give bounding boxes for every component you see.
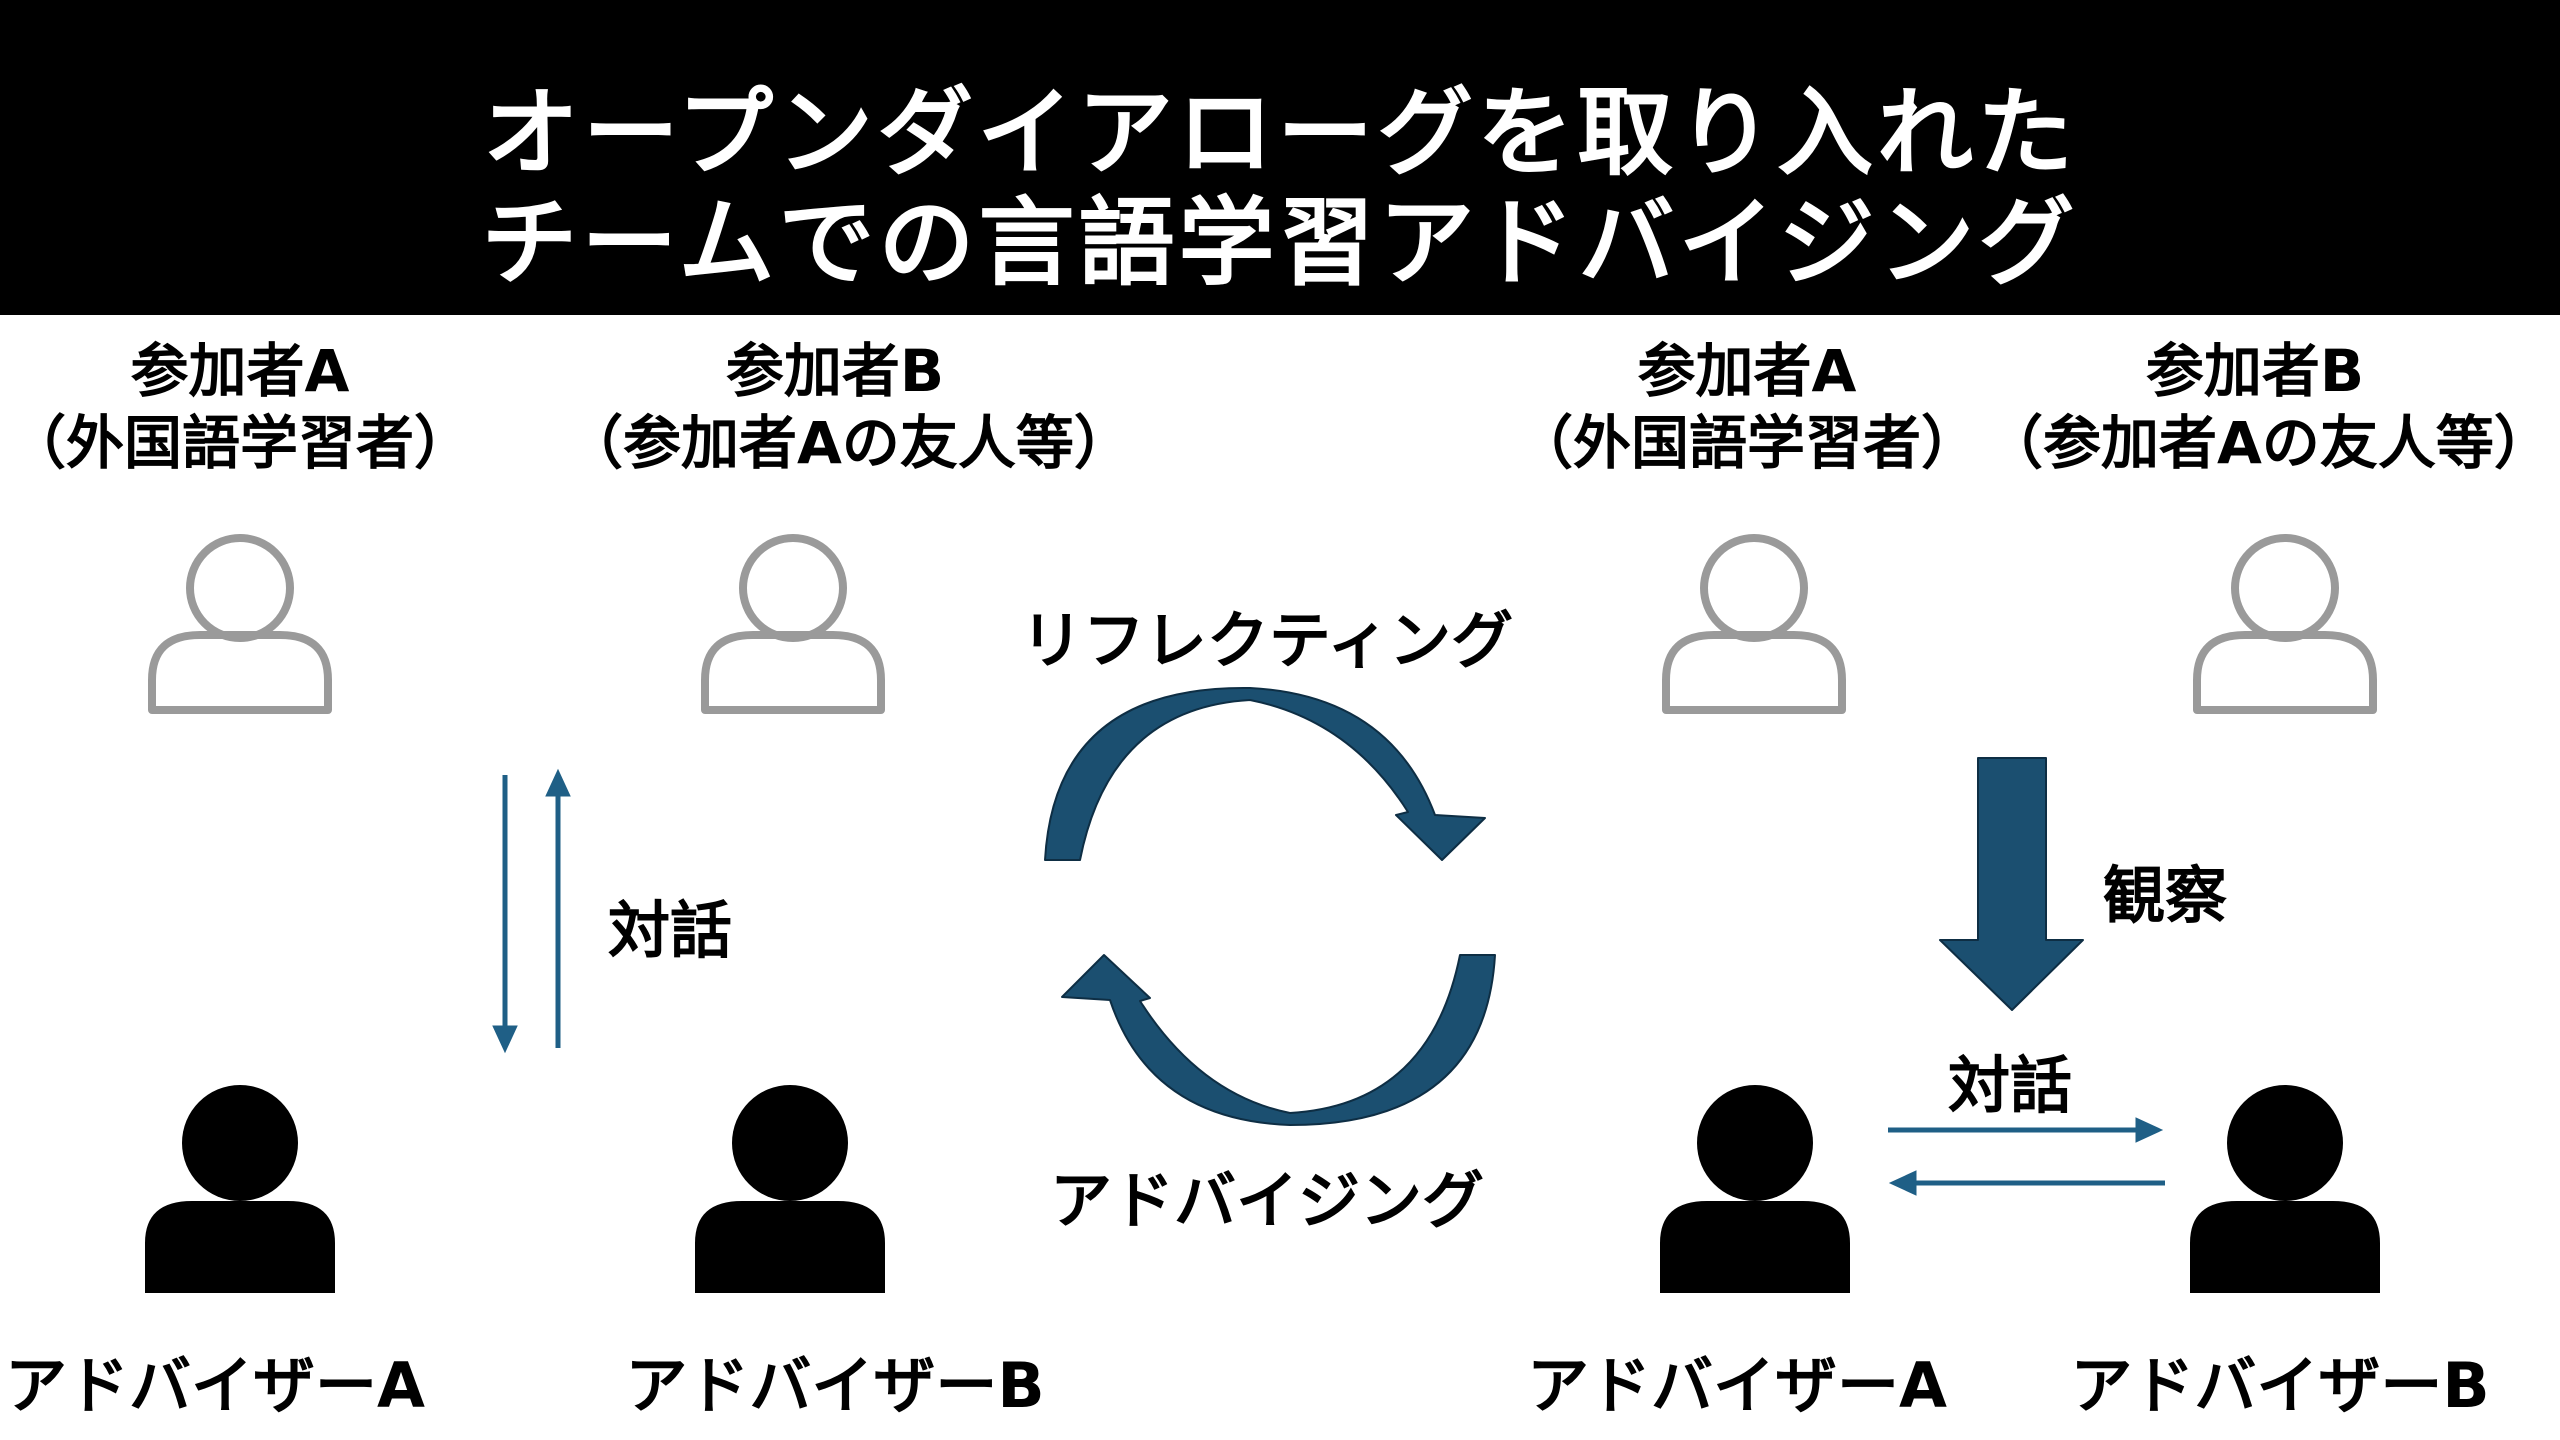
left-participant-b-label: 参加者B （参加者Aの友人等） [565,335,1132,479]
left-participant-b-icon [705,538,881,710]
right-participant-a-name: 参加者A [1637,337,1857,405]
left-participant-a-label: 参加者A （外国語学習者） [0,335,500,479]
right-participant-b-icon [2197,538,2373,710]
right-advisor-b-label: アドバイザーB [2070,1349,2490,1422]
observation-arrow [1939,757,2084,1011]
reflecting-label: リフレクティング [1020,604,1514,677]
left-participant-b-name: 参加者B [725,337,945,405]
observation-label: 観察 [2102,859,2227,932]
right-participant-a-label: 参加者A （外国語学習者） [1487,335,2007,479]
left-participant-a-name: 参加者A [130,337,350,405]
left-participant-a-icon [152,538,328,710]
cycle-arrow-bottom [1061,954,1496,1126]
right-participant-b-label: 参加者B （参加者Aの友人等） [1985,335,2552,479]
right-participant-b-name: 参加者B [2145,337,2365,405]
left-advisor-a-label: アドバイザーA [5,1349,425,1422]
cycle-arrows [1044,686,1496,1126]
left-dialogue-label: 対話 [607,894,732,967]
right-advisor-b-icon [2190,1085,2380,1293]
title-line-1: オープンダイアローグを取り入れた [482,77,2078,189]
advising-label: アドバイジング [1049,1164,1484,1237]
title-banner: オープンダイアローグを取り入れた チームでの言語学習アドバイジング [0,0,2560,315]
left-participant-a-role: （外国語学習者） [7,409,472,477]
right-advisor-a-icon [1660,1085,1850,1293]
left-participant-b-role: （参加者Aの友人等） [565,409,1132,477]
right-participant-a-icon [1666,538,1842,710]
left-advisor-b-label: アドバイザーB [625,1349,1045,1422]
left-dialogue-arrows [492,768,571,1054]
left-advisor-b-icon [695,1085,885,1293]
right-advisor-a-label: アドバイザーA [1527,1349,1947,1422]
right-participant-a-role: （外国語学習者） [1514,409,1979,477]
left-advisor-a-icon [145,1085,335,1293]
right-dialogue-arrows [1888,1117,2165,1196]
cycle-arrow-top [1044,686,1486,861]
title-line-2: チームでの言語学習アドバイジング [481,187,2079,299]
right-participant-b-role: （参加者Aの友人等） [1985,409,2552,477]
right-dialogue-label: 対話 [1947,1049,2072,1122]
